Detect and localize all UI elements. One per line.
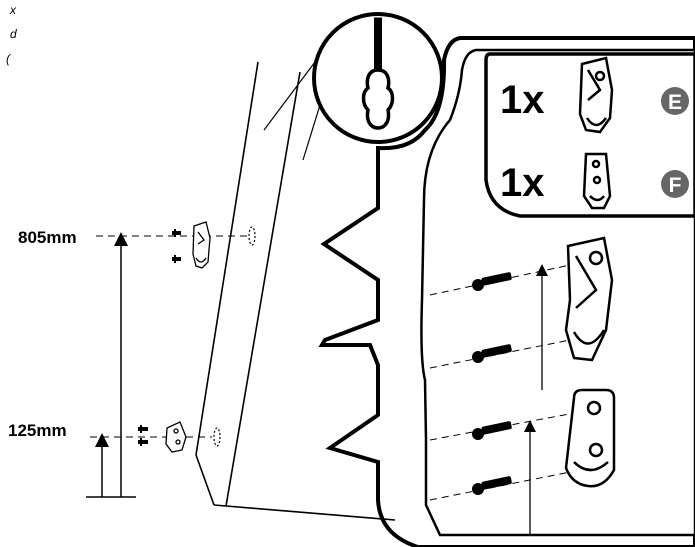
part-row-e: 1x E (500, 56, 689, 134)
magnifier-connectors (263, 57, 321, 161)
lower-height-label: 125mm (8, 421, 67, 440)
hook-f-small (165, 421, 187, 453)
screw-4 (472, 476, 512, 495)
height-arrow-lower (95, 433, 109, 497)
hook-e-zoomed (564, 236, 614, 362)
part-quantity: 1x (500, 161, 545, 205)
screws-lower-small (138, 425, 148, 446)
hook-e-small (192, 221, 211, 269)
zoom-screws (472, 272, 512, 495)
part-letter: F (669, 174, 682, 197)
part-badge (661, 87, 689, 115)
hook-f-zoomed (564, 388, 616, 488)
screwdriver-icon (361, 17, 395, 130)
screw-2 (472, 344, 512, 363)
part-row-f: 1x F (500, 152, 689, 210)
screw-hole-upper (248, 226, 256, 246)
corner-text-3: ( (6, 52, 12, 66)
parts-list: 1x E 1x F (500, 56, 689, 210)
hook-e-icon (578, 56, 614, 134)
part-letter: E (668, 91, 682, 114)
hook-f-icon (582, 152, 612, 210)
zoom-arrow-upper (536, 264, 548, 390)
height-arrow-upper (114, 232, 128, 497)
upper-height-label: 805mm (18, 228, 77, 247)
zoom-panel-outer (318, 36, 695, 547)
screw-hole-lower (213, 427, 221, 447)
screws-upper-small (172, 229, 181, 263)
parts-box (484, 52, 695, 218)
wall-panel (195, 61, 396, 521)
part-badge (661, 170, 689, 198)
measurement-guides (90, 235, 248, 438)
screw-3 (472, 421, 512, 440)
screw-1 (472, 272, 512, 291)
corner-text-2: d (10, 27, 17, 41)
part-quantity: 1x (500, 78, 545, 122)
corner-text-1: x (9, 3, 17, 17)
zoom-arrow-lower (524, 420, 536, 535)
